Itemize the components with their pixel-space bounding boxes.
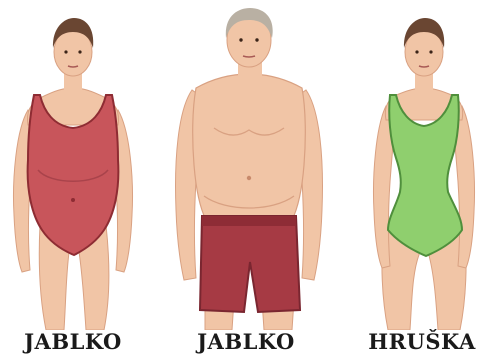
woman-pear-eye-left: [415, 50, 418, 53]
body-shapes-illustration: [0, 0, 490, 330]
man-apple-torso: [193, 74, 306, 220]
man-apple-shorts: [200, 216, 300, 312]
figure-man-apple: [176, 8, 323, 330]
figure-woman-apple: [14, 18, 133, 330]
man-apple-eye-right: [255, 38, 258, 41]
woman-apple-eye-left: [64, 50, 67, 53]
woman-apple-navel: [71, 198, 75, 202]
woman-pear-eye-right: [429, 50, 432, 53]
man-apple-navel: [247, 176, 251, 180]
figure-woman-pear: [374, 18, 475, 330]
label-apple-man: JABLKO: [176, 329, 316, 354]
man-apple-eye-left: [239, 38, 242, 41]
label-apple-woman: JABLKO: [3, 329, 143, 354]
woman-apple-eye-right: [78, 50, 81, 53]
man-apple-waistband: [202, 216, 296, 226]
label-pear-woman: HRUŠKA: [352, 329, 490, 354]
